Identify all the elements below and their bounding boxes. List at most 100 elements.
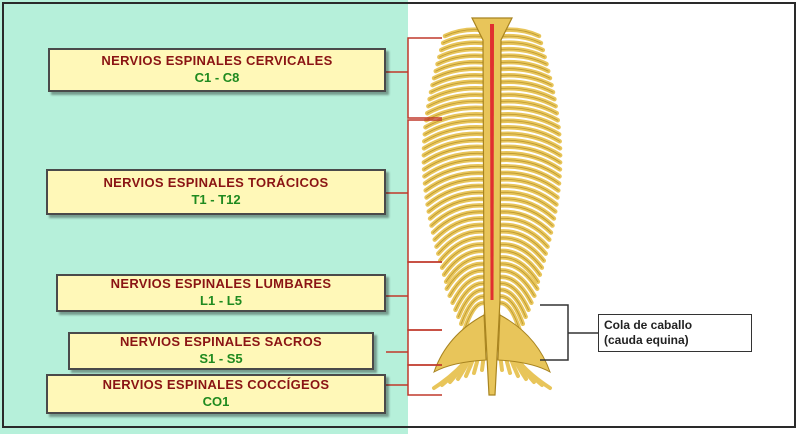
cervical-range: C1 - C8 [194, 70, 240, 85]
spinal-nerve-outline [498, 302, 521, 332]
coccygeal-range: CO1 [202, 394, 230, 409]
spinal-nerve-outline [499, 204, 553, 226]
spinal-nerve-outline [427, 185, 485, 205]
spinal-nerve-outline [498, 270, 535, 297]
spinal-nerve-outline [499, 198, 555, 219]
spinal-nerve-outline [439, 237, 485, 262]
spinal-nerve-outline [445, 257, 486, 283]
spinal-nerve-outline [440, 42, 484, 51]
spinal-nerve-outline [498, 250, 541, 276]
spinal-nerve-outline [500, 55, 547, 65]
spinal-nerve-outline [433, 68, 484, 79]
spinal-nerve-outline [500, 100, 558, 114]
spinal-nerve-outline [427, 94, 484, 107]
spinal-nerve-outline [437, 55, 484, 65]
spinal-nerve-outline [499, 120, 560, 135]
spinal-nerve-outline [499, 244, 543, 269]
coccygeal-title: NERVIOS ESPINALES COCCÍGEOS [102, 377, 330, 392]
spinal-nerve-outline [431, 204, 485, 226]
spinal-nerve-outline [500, 107, 559, 121]
spinal-nerve-outline [423, 146, 485, 163]
spinal-nerve-outline [498, 263, 538, 290]
spinal-nerve-outline [499, 231, 547, 255]
spinal-nerve-outline [429, 198, 485, 219]
spinal-nerve-outline [499, 217, 550, 240]
spinal-nerve-outline [423, 133, 485, 149]
spinal-nerve-outline [499, 146, 561, 163]
spinal-nerve-outline [500, 68, 551, 79]
spinal-nerve-outline [498, 283, 529, 311]
spinal-nerve-outline [424, 120, 485, 135]
spinal-nerve-outline [499, 152, 561, 170]
cervical-title: NERVIOS ESPINALES CERVICALES [101, 53, 333, 68]
spinal-nerve-outline [499, 211, 552, 233]
spinal-nerve-outline [498, 289, 527, 318]
spinal-nerve-outline [441, 244, 485, 269]
spinal-nerve-outline [499, 237, 545, 262]
spinal-nerve-outline [463, 302, 486, 332]
spinal-nerve-outline [499, 126, 561, 142]
spinal-nerve-outline [452, 276, 486, 304]
spinal-nerve-outline [424, 159, 485, 177]
spinal-nerve-outline [457, 289, 486, 318]
spinal-nerve-outline [499, 172, 559, 191]
thoracic-title: NERVIOS ESPINALES TORÁCICOS [103, 175, 329, 190]
spinal-nerve-outline [423, 126, 485, 142]
spinal-nerve-outline [498, 296, 524, 325]
spinal-nerve-outline [432, 74, 484, 86]
spinal-nerve-outline [428, 191, 485, 212]
spinal-nerve-outline [499, 113, 559, 128]
lumbar-title: NERVIOS ESPINALES LUMBARES [110, 276, 332, 291]
spinal-nerve-outline [423, 139, 485, 156]
spinal-nerve-outline [425, 172, 485, 191]
spinal-nerve-outline [499, 191, 556, 212]
thoracic-range: T1 - T12 [191, 192, 241, 207]
spinal-nerve-outline [434, 217, 485, 240]
cauda-line-2: (cauda equina) [604, 333, 689, 347]
spinal-nerve-outline [446, 263, 486, 290]
sacral-title: NERVIOS ESPINALES SACROS [119, 334, 322, 349]
cervical-label: NERVIOS ESPINALES CERVICALES C1 - C8 [48, 48, 386, 92]
spinal-nerve-outline [499, 178, 558, 198]
region-bracket [407, 37, 442, 119]
cauda-line-1: Cola de caballo [604, 318, 693, 332]
spinal-nerve-outline [499, 133, 561, 149]
spinal-nerve-outline [499, 185, 557, 205]
spinal-nerve-outline [426, 178, 485, 198]
lumbar-label: NERVIOS ESPINALES LUMBARES L1 - L5 [56, 274, 386, 312]
spinal-nerve-outline [438, 48, 484, 58]
spinal-nerve-outline [435, 61, 484, 72]
spinal-nerve-outline [430, 81, 484, 93]
spinal-nerve-outline [499, 159, 560, 177]
spinal-nerve-outline [432, 211, 485, 233]
coccygeal-label: NERVIOS ESPINALES COCCÍGEOS CO1 [46, 374, 386, 414]
spinal-nerve-outline [500, 42, 544, 51]
cauda-equina-label: Cola de caballo (cauda equina) [598, 314, 752, 352]
spinal-nerve-outline [499, 165, 560, 184]
spinal-nerve-outline [500, 35, 542, 44]
spinal-nerve-outline [500, 94, 557, 107]
spinal-nerve-outline [499, 139, 561, 156]
central-canal [490, 24, 494, 300]
spinal-nerve-outline [429, 87, 484, 100]
spinal-nerve-outline [500, 87, 555, 100]
spinal-nerve-outline [424, 165, 485, 184]
spinal-nerve-outline [436, 224, 485, 247]
sacral-plexus [433, 314, 487, 374]
spinal-nerve-outline [423, 152, 485, 170]
thoracic-label: NERVIOS ESPINALES TORÁCICOS T1 - T12 [46, 169, 386, 215]
spinal-nerve-outline [460, 296, 486, 325]
sacral-range: S1 - S5 [199, 351, 243, 366]
spinal-nerve-outline [498, 276, 532, 304]
spinal-nerve-outline [425, 113, 485, 128]
lumbar-range: L1 - L5 [200, 293, 242, 308]
spinal-nerve-outline [500, 61, 549, 72]
spinal-nerve-outline [500, 48, 546, 58]
spinal-nerve-outline [500, 74, 552, 86]
spinal-nerve-outline [437, 231, 485, 255]
spinal-nerve-outline [443, 250, 486, 276]
spinal-nerve-outline [498, 257, 539, 283]
sacral-plexus [497, 314, 551, 374]
